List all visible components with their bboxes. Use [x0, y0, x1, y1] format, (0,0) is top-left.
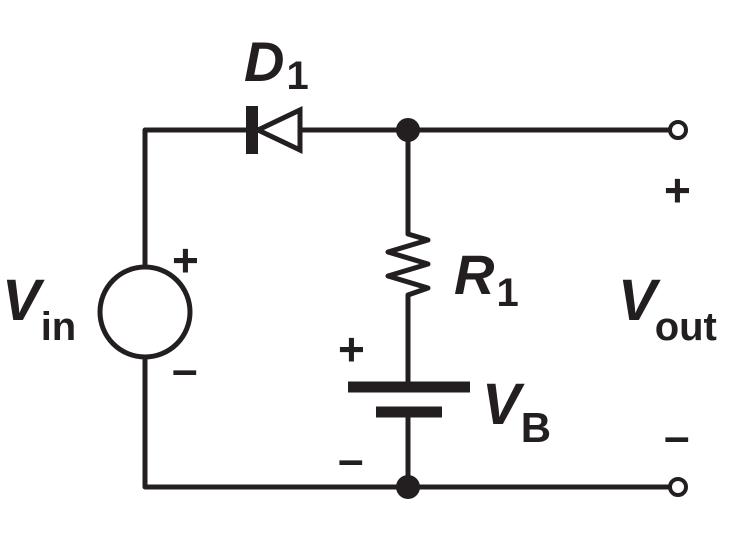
wire-left-bottom: [142, 357, 672, 490]
voltage-source-vin: [97, 264, 193, 360]
diode-d1: [246, 106, 303, 154]
source-minus-sign: –: [172, 343, 198, 395]
diode-label: D1: [244, 30, 309, 98]
diode-triangle: [252, 106, 303, 154]
output-terminal-top[interactable]: [668, 120, 688, 140]
output-minus-sign: –: [664, 410, 690, 462]
battery-plus-sign: +: [338, 323, 365, 375]
output-plus-sign: +: [664, 164, 691, 216]
node-bottom: [396, 475, 420, 499]
resistor-label: R1: [454, 243, 519, 315]
wires: [142, 127, 672, 490]
node-top: [396, 118, 420, 142]
battery-minus-sign: –: [338, 433, 364, 485]
source-label: Vin: [2, 268, 76, 349]
source-plus-sign: +: [172, 234, 199, 286]
output-terminal-bottom[interactable]: [668, 477, 688, 497]
battery-vb: [348, 381, 470, 418]
battery-label: VB: [482, 372, 551, 451]
resistor-r1: [385, 228, 431, 302]
output-label: Vout: [618, 268, 717, 349]
wire-left-top: [142, 127, 250, 267]
